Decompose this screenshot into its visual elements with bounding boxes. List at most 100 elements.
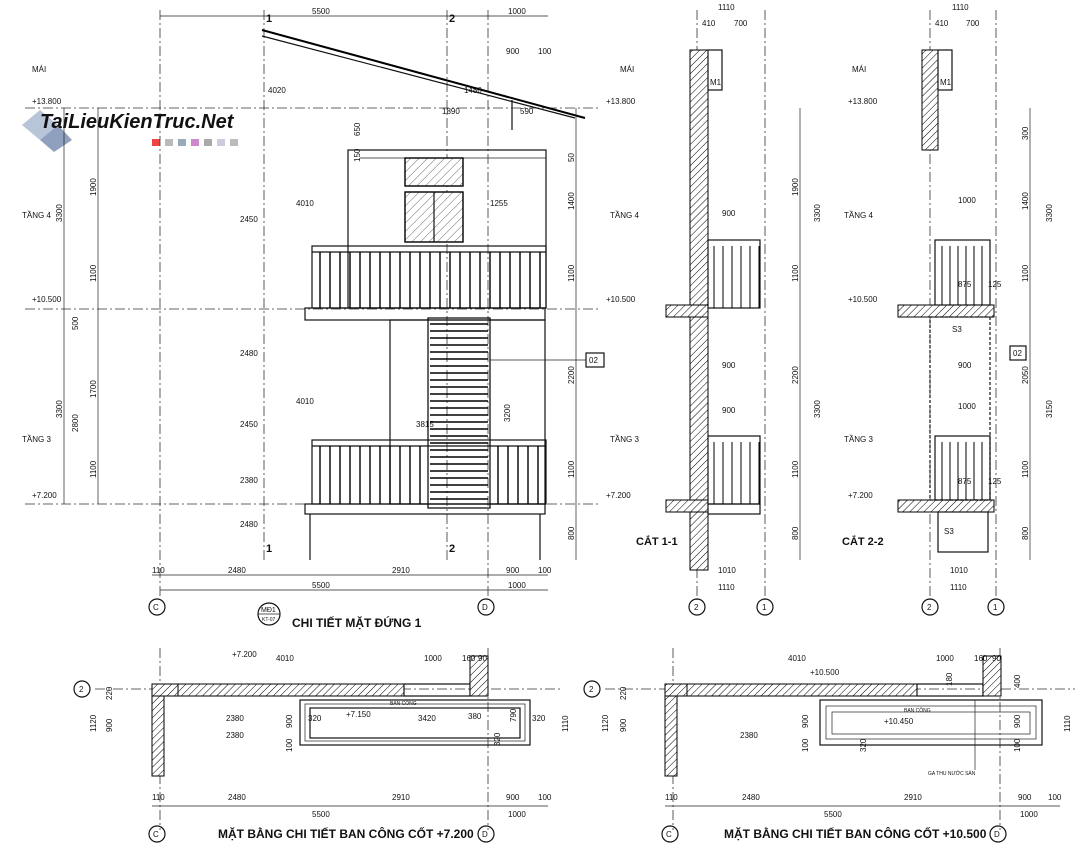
p2-dim-400: 400: [1013, 674, 1022, 688]
dim-500: 500: [71, 316, 80, 330]
dim-5500-top: 5500: [312, 7, 330, 16]
p2-dim-1000: 1000: [936, 654, 954, 663]
title-elevation: CHI TIẾT MẶT ĐỨNG 1: [292, 615, 422, 630]
tag-02: 02: [589, 356, 598, 365]
s1-floor-3: TẦNG 3: [610, 434, 639, 444]
s2-tag-02: 02: [1013, 349, 1022, 358]
s2-floor-3: TẦNG 3: [844, 434, 873, 444]
p1-dim-320-a: 320: [308, 714, 322, 723]
cut-label-1-bottom: 1: [266, 543, 272, 555]
p1-dim-5500: 5500: [312, 810, 330, 819]
p2-dim-900-inner: 900: [801, 714, 810, 728]
dim-4020: 4020: [268, 86, 286, 95]
p1-dim-160: 160: [462, 654, 476, 663]
dim-110-bottom: 110: [152, 566, 165, 575]
p2-dim-90: 90: [992, 654, 1001, 663]
s1-dim-900-c: 900: [722, 406, 736, 415]
p1-dim-100-inner: 100: [285, 738, 294, 752]
tag-s3-lower: S3: [944, 527, 954, 536]
p2-dim-110: 110: [665, 793, 678, 802]
p2-dim-2910: 2910: [904, 793, 922, 802]
dim-150: 150: [353, 148, 362, 162]
p2-dim-2480: 2480: [742, 793, 760, 802]
s2-dim-2050: 2050: [1021, 366, 1030, 384]
dim-2480-low: 2480: [240, 520, 258, 529]
dim-900-top: 900: [506, 47, 520, 56]
dim-3300-f3: 3300: [55, 400, 64, 418]
dim-1890: 1890: [442, 107, 460, 116]
p1-dim-1120: 1120: [89, 714, 98, 732]
p2-level-10500: +10.500: [810, 668, 840, 677]
s2-dim-1000-b: 1000: [958, 402, 976, 411]
dim-2910-bottom: 2910: [392, 566, 410, 575]
p2-note-ban-cong: BAN CÔNG: [904, 707, 931, 714]
section-1-1: M1 +13.800 +10.500 +7.200 MÁI TẦNG 4 TẦN…: [606, 3, 822, 616]
s1-dim-1900: 1900: [791, 178, 800, 196]
p1-dim-110: 110: [152, 793, 165, 802]
p1-dim-900-bottom: 900: [506, 793, 520, 802]
p1-dim-1110: 1110: [561, 715, 570, 732]
cut-label-2-bottom: 2: [449, 543, 455, 555]
dim-50: 50: [567, 153, 576, 162]
dim-650: 650: [353, 122, 362, 136]
title-plan-10500: MẶT BẰNG CHI TIẾT BAN CÔNG CỐT +10.500: [724, 826, 987, 841]
s2-dim-3150: 3150: [1045, 400, 1054, 418]
dim-1100-r3: 1100: [567, 460, 576, 478]
plan-10500: +10.500 +10.450 BAN CÔNG GA THU NƯỚC SÀN…: [583, 648, 1075, 843]
dim-1100-r4: 1100: [567, 264, 576, 282]
s2-grid-1: 1: [993, 603, 998, 612]
stair-treads: [430, 323, 488, 500]
s2-dim-875-a: 875: [958, 280, 972, 289]
p2-dim-220: 220: [619, 686, 628, 700]
dim-100-bottom: 100: [538, 566, 552, 575]
watermark: TaiLieuKienTruc.Net: [22, 110, 238, 152]
dim-1900: 1900: [89, 178, 98, 196]
dim-4010-upper: 4010: [296, 199, 314, 208]
dim-2200: 2200: [567, 366, 576, 384]
s2-dim-700: 700: [966, 19, 980, 28]
grid-bubble-c: [148, 598, 166, 616]
tag-m1-s1: M1: [710, 78, 722, 87]
s2-dim-800: 800: [1021, 526, 1030, 540]
p2-dim-100-bottom: 100: [1048, 793, 1062, 802]
p2-dim-160: 160: [974, 654, 988, 663]
s1-dim-900-a: 900: [722, 209, 736, 218]
s1-dim-800: 800: [791, 526, 800, 540]
title-section-2: CẮT 2-2: [842, 535, 884, 548]
p2-dim-900-right: 900: [1013, 714, 1022, 728]
s1-level-10500: +10.500: [606, 295, 636, 304]
p1-dim-1000-bottom: 1000: [508, 810, 526, 819]
dim-590: 590: [520, 107, 534, 116]
dim-1700: 1700: [89, 380, 98, 398]
dim-1400: 1400: [567, 192, 576, 210]
cut-label-1-top: 1: [266, 13, 272, 25]
plan-7200: +7.200 +7.150 BAN CÔNG 4010 1000 160 90 …: [73, 648, 570, 843]
s1-level-7200: +7.200: [606, 491, 631, 500]
p1-dim-790: 790: [509, 708, 518, 722]
p1-dim-220: 220: [105, 686, 114, 700]
tag-s3-upper: S3: [952, 325, 962, 334]
s1-dim-3300-a: 3300: [813, 204, 822, 222]
s2-dim-1400: 1400: [1021, 192, 1030, 210]
elevation-view: 02 +13.800 +10.500 +7.200 MÁI TẦNG 4 TẦN…: [22, 7, 605, 630]
s2-level-10500: +10.500: [848, 295, 878, 304]
title-plan-7200: MẶT BẰNG CHI TIẾT BAN CÔNG CỐT +7.200: [218, 826, 474, 841]
p2-grid-d: D: [994, 830, 1000, 839]
grid-bubble-d: [477, 598, 495, 616]
s2-dim-1100-b: 1100: [1021, 460, 1030, 478]
p2-grid-2: 2: [589, 685, 594, 694]
dim-2450-upper: 2450: [240, 215, 258, 224]
s2-dim-1000-a: 1000: [958, 196, 976, 205]
section-2-2: M1 S3 S3 02 +13.800 +10.500 +7.200 MÁI T…: [842, 3, 1054, 616]
p1-dim-90: 90: [478, 654, 487, 663]
tag-m1-s2: M1: [940, 78, 952, 87]
dim-2480-mid: 2480: [240, 349, 258, 358]
dim-1480: 1480: [464, 86, 482, 95]
p1-dim-2380-a: 2380: [226, 714, 244, 723]
s1-dim-700: 700: [734, 19, 748, 28]
dim-3200: 3200: [503, 404, 512, 422]
s2-dim-3300: 3300: [1045, 204, 1054, 222]
s2-grid-2: 2: [927, 603, 932, 612]
s1-level-13800: +13.800: [606, 97, 636, 106]
p1-level-7200: +7.200: [232, 650, 257, 659]
